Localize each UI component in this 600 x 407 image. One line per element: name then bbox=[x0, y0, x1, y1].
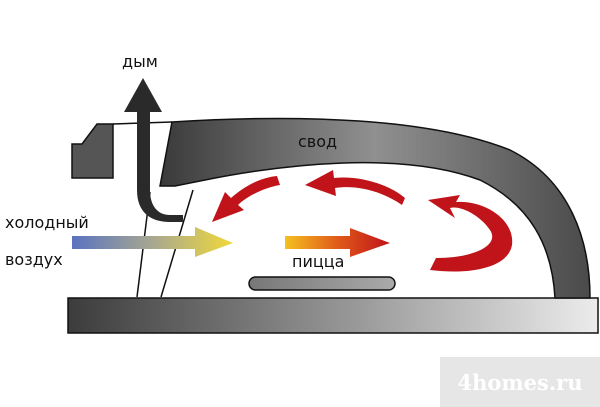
circulation-arrow bbox=[428, 195, 513, 272]
circulation-arrow bbox=[305, 170, 405, 205]
oven-vault bbox=[159, 117, 591, 299]
smoke-arrow bbox=[124, 78, 183, 222]
smoke-label: дым bbox=[122, 52, 158, 71]
hot-air-arrow bbox=[285, 228, 390, 257]
watermark: 4homes.ru bbox=[440, 357, 600, 407]
oven-base bbox=[67, 297, 599, 334]
circulation-arrows bbox=[212, 170, 513, 272]
cold-air-arrow bbox=[72, 227, 233, 257]
chimney-block bbox=[71, 123, 114, 179]
pizza-shape bbox=[248, 276, 396, 291]
vault-label: свод bbox=[298, 132, 338, 151]
cold-air-label-line2: воздух bbox=[5, 250, 63, 269]
pizza-label: пицца bbox=[292, 252, 345, 271]
circulation-arrow bbox=[212, 176, 280, 222]
cold-air-label-line1: холодный bbox=[5, 213, 89, 232]
